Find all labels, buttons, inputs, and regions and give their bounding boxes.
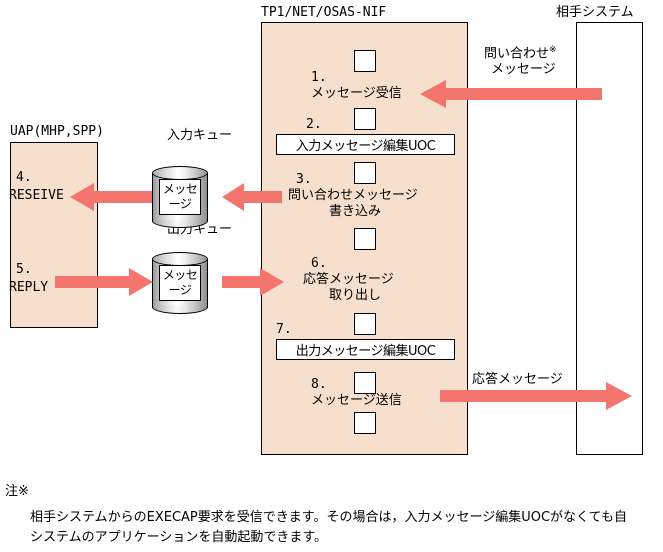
step-7-number: 7.	[276, 322, 292, 337]
partner-system-box	[576, 22, 643, 455]
input-queue-message-line1: メッセ	[162, 182, 198, 196]
output-queue-cylinder: メッセ ージ	[152, 252, 208, 314]
step-7-marker-square	[354, 313, 376, 335]
step-6-label-line1: 応答メッセージ	[303, 272, 394, 287]
footnote-line-2: システムのアプリケーションを自動起動できます。	[30, 530, 328, 545]
input-message-edit-uoc-box: 入力メッセージ編集UOC	[276, 134, 455, 155]
partner-title: 相手システム	[556, 5, 634, 20]
footnote-line-1: 相手システムからのEXECAP要求を受信できます。その場合は，入力メッセージ編集…	[30, 510, 627, 525]
step-8-marker-square-lower	[354, 412, 376, 434]
cylinder-top-ellipse	[152, 252, 208, 266]
output-queue-message-box: メッセ ージ	[159, 265, 201, 301]
input-queue-title: 入力キュー	[167, 128, 233, 143]
uap-box	[10, 142, 98, 328]
step-3-number: 3.	[296, 172, 312, 187]
response-message-label: 応答メッセージ	[472, 372, 563, 387]
step-6-label-line2: 取り出し	[329, 288, 382, 303]
input-queue-cylinder: メッセ ージ	[152, 166, 208, 228]
arrow-uap-to-output-queue	[55, 266, 153, 298]
footnote-reference-mark: ※	[549, 45, 557, 55]
step-2-number: 2.	[306, 117, 322, 132]
uap-step-5-number: 5.	[16, 262, 32, 277]
step-1-marker-square	[354, 50, 376, 72]
uap-title: UAP(MHP,SPP)	[10, 124, 104, 139]
nif-title: TP1/NET/OSAS-NIF	[261, 5, 387, 20]
inquiry-label-text: 問い合わせ	[484, 46, 550, 62]
arrow-nif-to-input-queue	[222, 181, 282, 213]
step-1-label: メッセージ受信	[311, 86, 402, 101]
input-queue-message-box: メッセ ージ	[159, 179, 201, 215]
step-3-marker-square	[354, 162, 376, 184]
step-3-label-line2: 書き込み	[329, 204, 382, 219]
step-8-marker-square	[354, 372, 376, 394]
cylinder-top-ellipse	[152, 166, 208, 180]
inquiry-message-label-line2: メッセージ	[491, 62, 556, 77]
step-6-marker-square	[354, 228, 376, 250]
footnote-marker: 注※	[5, 484, 29, 499]
step-3-label-line1: 問い合わせメッセージ	[288, 188, 418, 203]
output-queue-message-line1: メッセ	[162, 268, 198, 282]
input-queue-message-line2: ージ	[168, 197, 192, 211]
step-8-label: メッセージ送信	[311, 393, 402, 408]
uap-step-4-label: RESEIVE	[9, 188, 64, 203]
arrow-input-queue-to-uap	[70, 181, 152, 213]
uap-step-5-label: REPLY	[9, 280, 49, 295]
step-1-number: 1.	[311, 70, 327, 85]
step-8-number: 8.	[311, 377, 327, 392]
arrow-response-message-outbound	[440, 380, 632, 412]
output-message-edit-uoc-box: 出力メッセージ編集UOC	[276, 339, 455, 360]
output-queue-message-line2: ージ	[168, 283, 192, 297]
step-2-marker-square	[354, 108, 376, 130]
step-6-number: 6.	[311, 256, 327, 271]
arrow-output-queue-to-nif	[222, 266, 284, 298]
inquiry-message-label-line1: 問い合わせ※	[484, 42, 557, 62]
arrow-inquiry-message-inbound	[420, 78, 602, 110]
uap-step-4-number: 4.	[16, 170, 32, 185]
